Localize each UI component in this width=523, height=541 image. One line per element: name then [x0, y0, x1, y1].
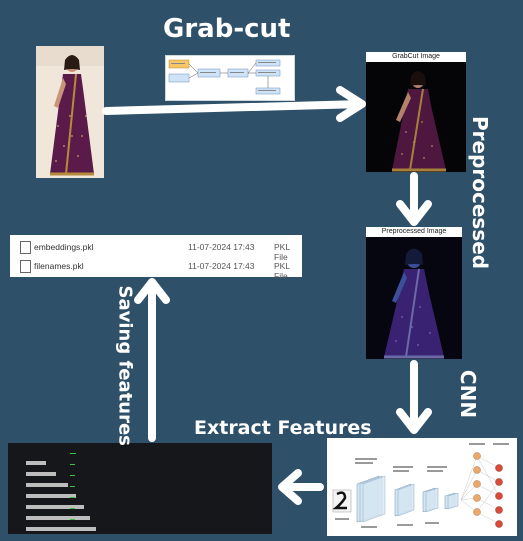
- cnn-architecture-panel: [327, 438, 517, 536]
- flowchart-graphic: [168, 59, 281, 95]
- file-name: embeddings.pkl: [34, 242, 94, 252]
- arrow-log-to-files: [134, 278, 170, 442]
- segmented-saree-image: [366, 62, 466, 172]
- file-icon: [20, 260, 31, 273]
- file-type: PKL File: [274, 261, 290, 281]
- extract-features-label: Extract Features: [194, 417, 372, 439]
- woman-in-saree-image: [36, 46, 104, 178]
- file-row-filenames[interactable]: filenames.pkl 11-07-2024 17:43 PKL File: [10, 257, 302, 281]
- preprocessed-saree-image: [366, 237, 462, 359]
- grabcut-image-title: GrabCut Image: [366, 52, 466, 62]
- file-icon: [20, 241, 31, 254]
- file-date: 11-07-2024 17:43: [188, 242, 255, 252]
- preprocessed-image-panel: Preprocessed Image: [366, 227, 462, 359]
- original-photo: [36, 46, 104, 178]
- arrow-cnn-to-log: [278, 469, 324, 505]
- cnn-architecture-graphic: [332, 443, 509, 528]
- file-row-embeddings[interactable]: embeddings.pkl 11-07-2024 17:43 PKL File: [10, 238, 302, 262]
- file-name: filenames.pkl: [34, 261, 84, 271]
- preprocessed-image-title: Preprocessed Image: [366, 227, 462, 237]
- grabcut-image-panel: GrabCut Image: [366, 52, 466, 172]
- arrow-original-to-grabcut: [102, 86, 366, 122]
- grabcut-flowchart-thumbnail: [165, 55, 295, 101]
- feature-extraction-log-terminal: [8, 443, 272, 534]
- grabcut-title: Grab-cut: [163, 14, 291, 44]
- arrow-grabcut-to-preprocessed: [396, 172, 432, 226]
- file-type: PKL File: [274, 242, 290, 262]
- arrow-preprocessed-to-cnn: [396, 360, 432, 434]
- saved-files-panel: embeddings.pkl 11-07-2024 17:43 PKL File…: [10, 235, 302, 281]
- file-date: 11-07-2024 17:43: [188, 261, 255, 271]
